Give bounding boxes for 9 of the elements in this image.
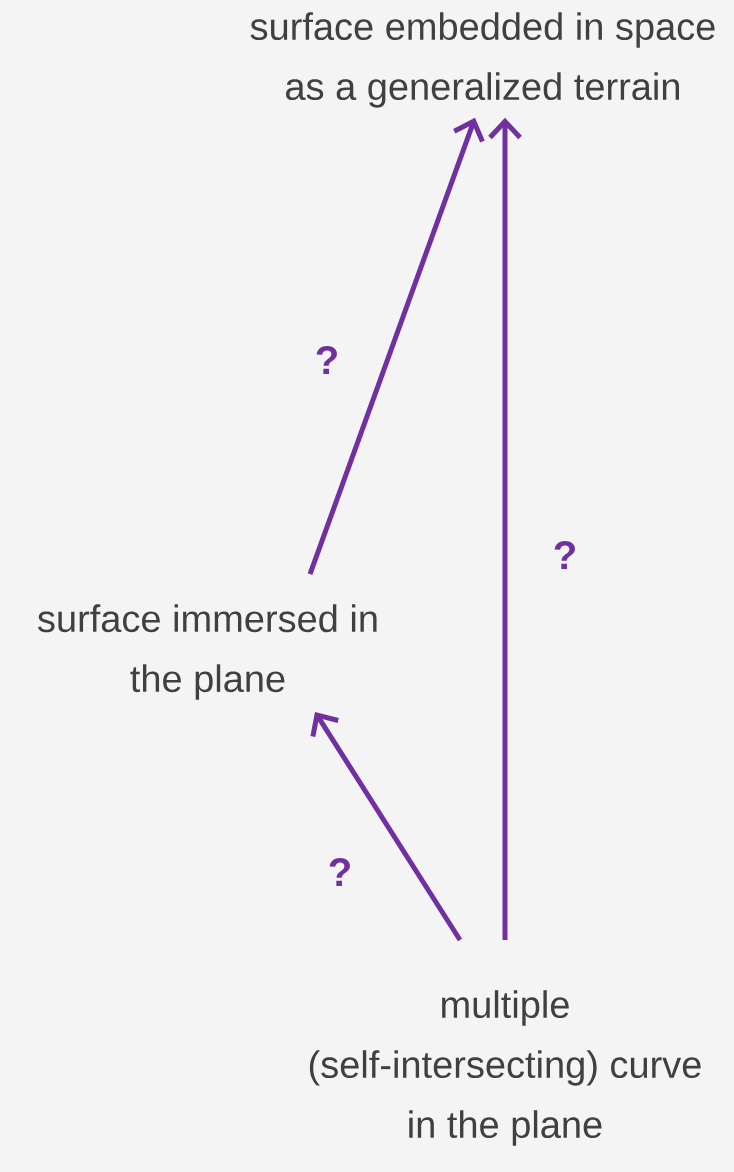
node-label: surface embedded in space as a generalized terrain [250, 12, 715, 108]
arrow [488, 117, 522, 940]
edge-label: ? [316, 346, 337, 374]
arrow [307, 117, 485, 575]
node-label: surface immersed in the plane [38, 604, 377, 700]
arrow [310, 711, 463, 942]
edge-label: ? [329, 858, 350, 886]
edge-label: ? [554, 541, 575, 569]
node-label: multiple (self-intersecting) curve in the plane [309, 990, 701, 1146]
